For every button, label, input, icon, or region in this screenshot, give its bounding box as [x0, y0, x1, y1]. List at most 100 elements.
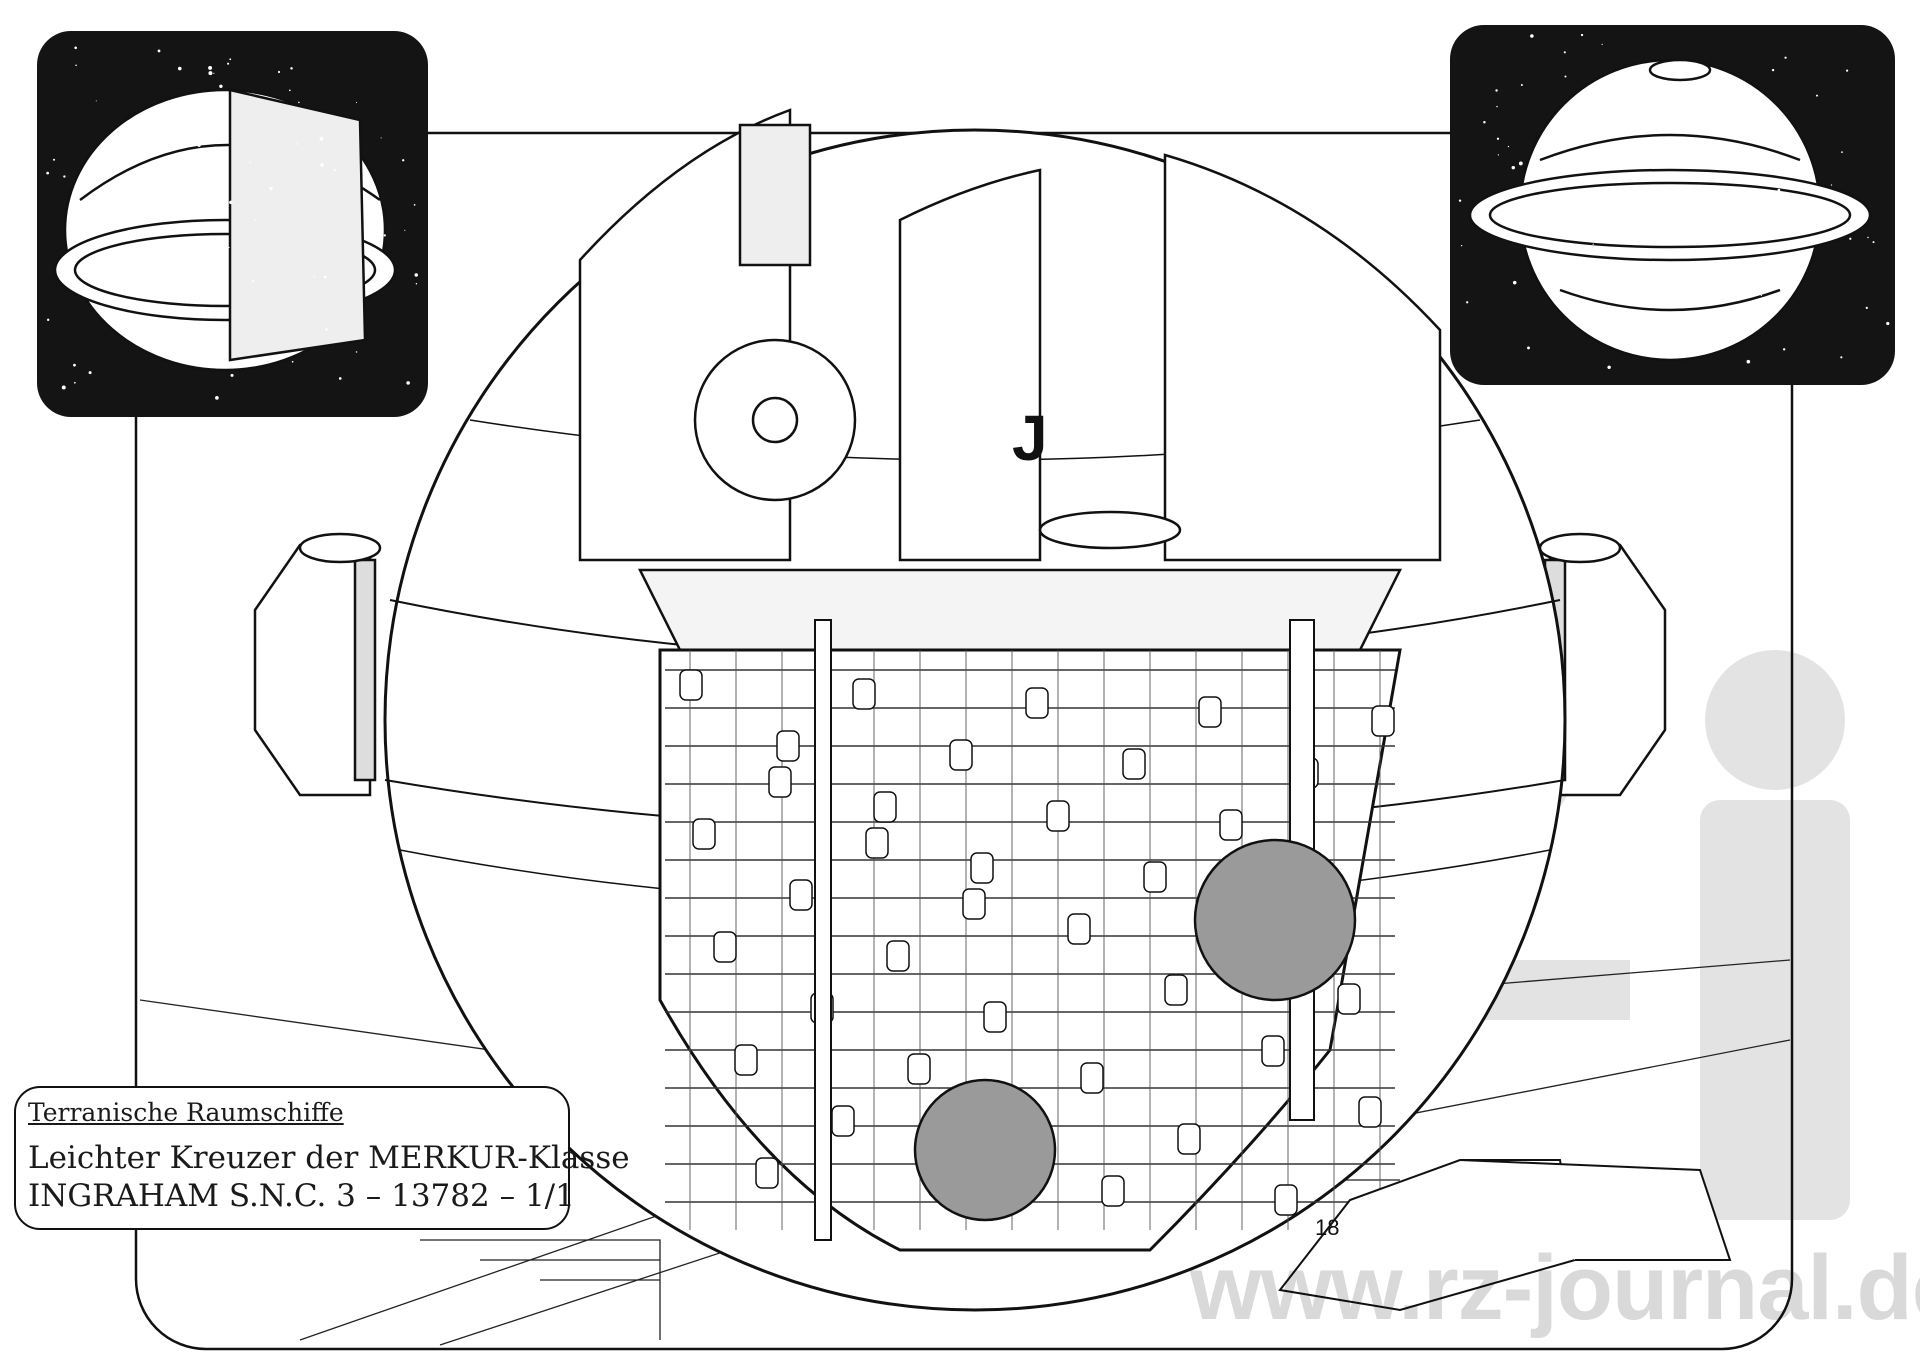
vehicle-number: 18: [1315, 1215, 1339, 1240]
star: [1518, 161, 1523, 166]
star: [1591, 116, 1595, 119]
star: [1723, 218, 1725, 220]
star: [1657, 328, 1659, 330]
star: [1511, 165, 1516, 170]
star: [229, 58, 232, 61]
star: [325, 328, 328, 331]
star: [269, 187, 273, 191]
star: [229, 200, 233, 205]
star: [1606, 112, 1610, 116]
star: [1607, 365, 1611, 370]
star: [1466, 301, 1469, 304]
deck-detail: [692, 818, 716, 850]
deck-detail: [1164, 974, 1188, 1006]
star: [1672, 184, 1676, 187]
star: [214, 361, 218, 365]
star: [95, 100, 97, 102]
series-title: Terranische Raumschiffe: [28, 1098, 344, 1127]
star: [1559, 285, 1562, 288]
star: [227, 62, 230, 65]
star: [1746, 359, 1751, 364]
deck-detail: [1358, 1096, 1382, 1128]
star: [114, 193, 118, 197]
star: [74, 381, 76, 384]
star: [1784, 56, 1787, 59]
star: [1471, 216, 1474, 219]
star: [383, 234, 386, 237]
star: [1520, 84, 1523, 87]
star: [1704, 345, 1706, 347]
star: [1840, 356, 1843, 359]
star: [75, 64, 77, 67]
deck-detail: [1274, 1184, 1298, 1216]
star: [1771, 143, 1773, 145]
star: [208, 178, 212, 181]
star: [1777, 188, 1781, 192]
star: [219, 84, 223, 88]
star: [252, 280, 255, 283]
fuel-tanks: [913, 838, 1357, 1222]
star: [74, 46, 77, 50]
star: [355, 351, 358, 353]
star: [1530, 34, 1534, 38]
star: [1497, 154, 1500, 156]
star: [46, 171, 50, 175]
star: [129, 147, 134, 152]
star: [1730, 160, 1733, 162]
star: [1886, 321, 1890, 326]
star: [1747, 154, 1751, 159]
deck-detail: [679, 669, 703, 701]
star: [61, 385, 66, 390]
deck-detail: [865, 827, 889, 859]
star: [209, 364, 214, 369]
star: [1752, 274, 1754, 276]
star: [1555, 167, 1557, 169]
star: [101, 300, 105, 304]
star: [277, 70, 281, 74]
deck-detail: [755, 1157, 779, 1189]
star: [157, 49, 161, 53]
deck-detail: [1122, 748, 1146, 780]
star: [1460, 245, 1463, 247]
deck-detail: [1371, 705, 1395, 737]
star: [355, 101, 358, 103]
star: [1602, 222, 1606, 226]
star: [1577, 153, 1580, 156]
star: [84, 215, 88, 218]
star: [1496, 105, 1498, 108]
star: [144, 321, 149, 326]
star: [298, 101, 300, 104]
deck-detail: [734, 1044, 758, 1076]
star: [1507, 145, 1510, 148]
star: [1657, 87, 1661, 90]
star: [1782, 348, 1786, 351]
deck-detail: [983, 1001, 1007, 1033]
star: [319, 136, 324, 141]
star: [73, 363, 76, 367]
star: [197, 143, 201, 147]
star: [1721, 165, 1724, 167]
deck-detail: [1025, 687, 1049, 719]
deck-detail: [852, 678, 876, 710]
star: [415, 283, 418, 285]
star: [1601, 43, 1603, 45]
deck-detail: [814, 619, 832, 1241]
deck-detail: [1101, 1175, 1125, 1207]
star: [404, 229, 406, 231]
star: [333, 169, 336, 172]
hull-marking: J: [1012, 402, 1048, 474]
star: [414, 273, 418, 277]
star: [1703, 106, 1707, 110]
star: [1794, 269, 1797, 272]
star: [290, 67, 293, 70]
watermark-text: www.rz-journal.de: [1190, 1237, 1920, 1339]
deck-detail: [970, 852, 994, 884]
star: [1769, 233, 1774, 237]
star: [1743, 201, 1745, 203]
star: [291, 360, 294, 363]
star: [1568, 243, 1572, 246]
deck-detail: [1143, 861, 1167, 893]
deck-detail: [907, 1053, 931, 1085]
star: [1527, 346, 1530, 350]
